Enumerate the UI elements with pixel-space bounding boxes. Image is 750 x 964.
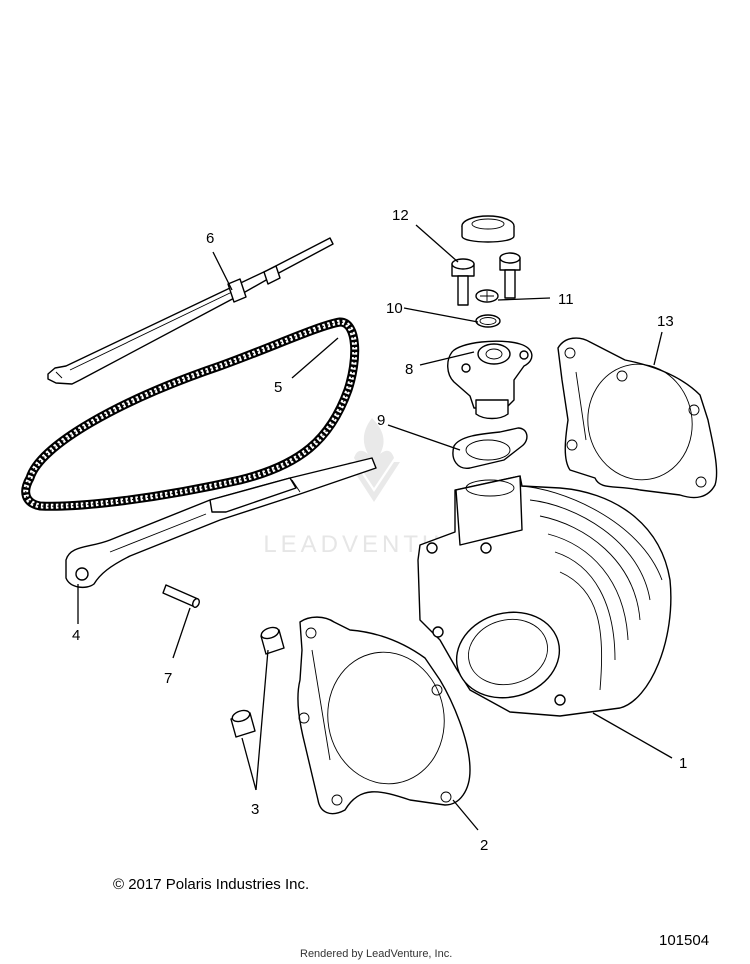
leader-2 — [452, 799, 479, 831]
callout-6: 6 — [206, 230, 214, 247]
callout-4: 4 — [72, 627, 80, 644]
leader-7 — [172, 607, 191, 659]
callout-12: 12 — [392, 207, 409, 224]
callout-1: 1 — [679, 755, 687, 772]
part-3-dowel-lower[interactable] — [230, 708, 256, 738]
leader-13 — [653, 331, 663, 366]
leader-3b — [241, 737, 257, 791]
leader-11 — [497, 297, 551, 301]
callout-11: 11 — [558, 291, 574, 308]
callout-8: 8 — [405, 361, 413, 378]
part-7-pin[interactable] — [162, 584, 201, 608]
part-9-tensioner-gasket[interactable] — [452, 427, 528, 469]
leader-1 — [592, 712, 673, 759]
callout-2: 2 — [480, 837, 488, 854]
document-number: 101504 — [659, 932, 710, 949]
callout-13: 13 — [657, 313, 674, 330]
part-4-chain-guide[interactable] — [65, 457, 377, 589]
leader-10 — [403, 307, 479, 323]
rendered-by-text: Rendered by LeadVenture, Inc. — [300, 948, 453, 960]
part-12-bolt-right[interactable] — [499, 252, 521, 299]
leader-3a — [255, 649, 269, 791]
part-5-timing-chain[interactable] — [21, 317, 360, 511]
part-13-head-gasket[interactable] — [557, 337, 718, 499]
leader-6 — [212, 251, 233, 291]
callout-3: 3 — [251, 801, 259, 818]
part-12-cap[interactable] — [461, 215, 515, 243]
leader-8 — [419, 351, 475, 366]
callout-10: 10 — [386, 300, 403, 317]
callout-7: 7 — [164, 670, 172, 687]
leader-9 — [387, 424, 461, 451]
leader-5 — [291, 337, 339, 379]
part-1-cylinder[interactable] — [417, 475, 672, 717]
part-10-o-ring[interactable] — [475, 314, 501, 328]
leader-12 — [415, 224, 459, 263]
callout-labels: 1 2 3 4 5 6 7 8 9 10 11 12 13 — [72, 207, 687, 854]
part-2-base-gasket[interactable] — [297, 616, 471, 815]
callout-9: 9 — [377, 412, 385, 429]
part-11-screw[interactable] — [475, 289, 499, 303]
part-6-chain-guide[interactable] — [47, 237, 334, 385]
callout-5: 5 — [274, 379, 282, 396]
part-3-dowel-upper[interactable] — [260, 625, 285, 655]
part-12-bolt-left[interactable] — [451, 258, 475, 306]
copyright-text: © 2017 Polaris Industries Inc. — [113, 876, 310, 893]
part-8-chain-tensioner[interactable] — [447, 340, 533, 420]
leader-lines — [77, 224, 673, 831]
